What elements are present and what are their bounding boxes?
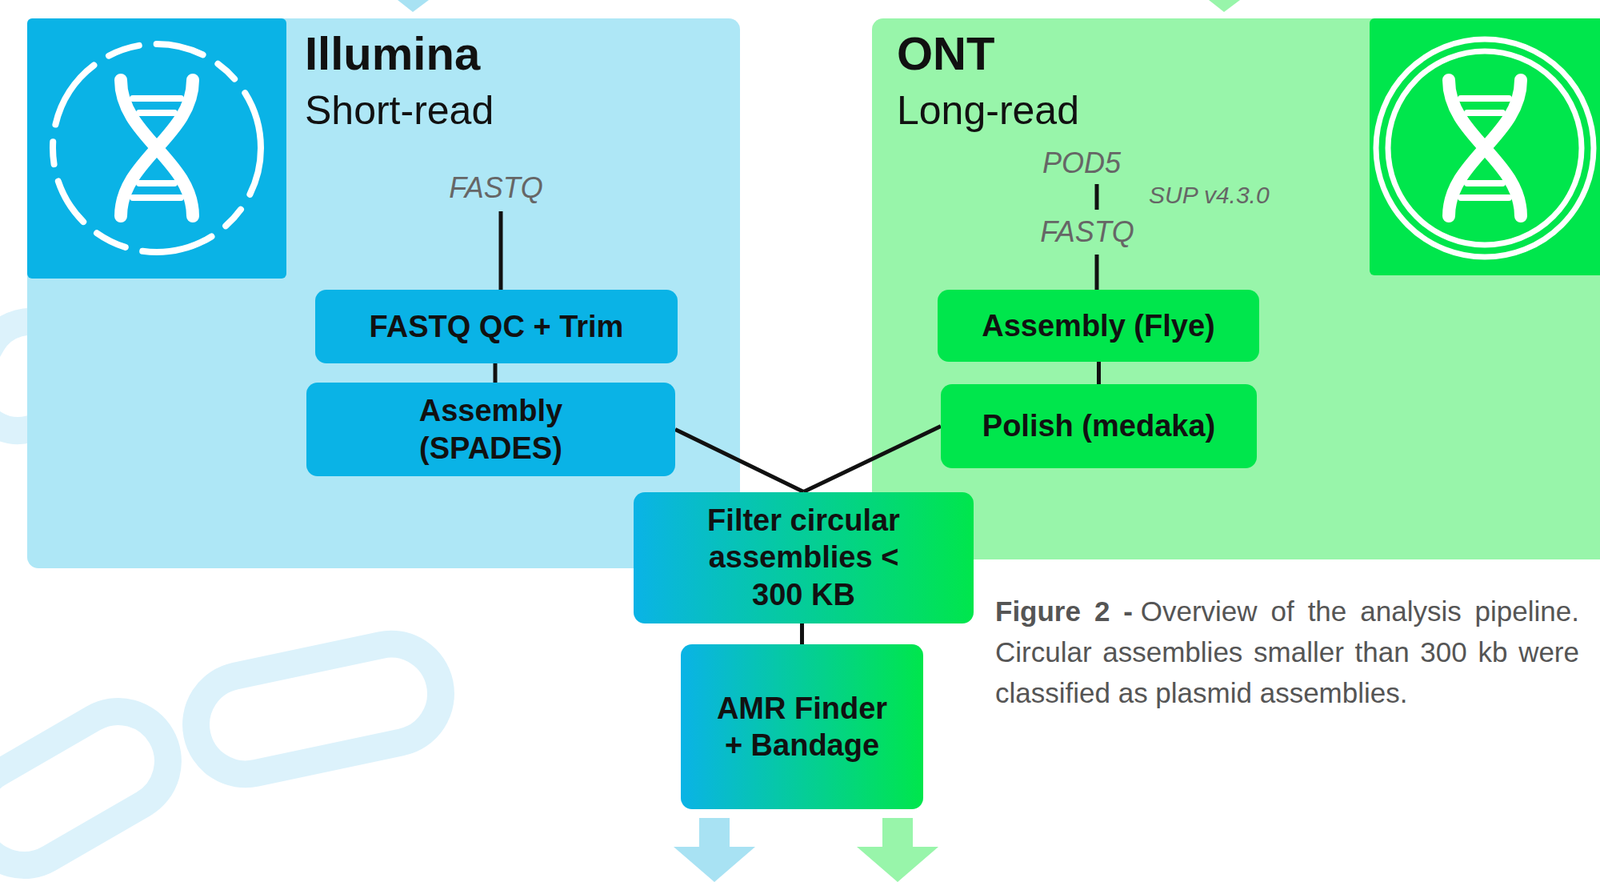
panel-subtitle: Long-read bbox=[896, 88, 1080, 133]
platform-panel: IlluminaShort-readFASTQ QC + TrimAssembl… bbox=[27, 18, 740, 568]
format-label: FASTQ bbox=[448, 170, 543, 205]
figure-caption-block: Figure 2 -Overview of the analysis pipel… bbox=[995, 590, 1580, 713]
flow-arrow bbox=[397, 0, 429, 12]
chain-link bbox=[0, 692, 187, 882]
panel-title: Illumina bbox=[304, 28, 494, 80]
process-box: FASTQ QC + Trim bbox=[315, 289, 678, 364]
panel-fill bbox=[27, 18, 740, 568]
helix-strand bbox=[1448, 80, 1521, 216]
helix-strand bbox=[120, 80, 193, 216]
figure-number: Figure 2 - bbox=[995, 595, 1133, 627]
panel-subtitle: Short-read bbox=[304, 88, 494, 133]
flow-arrow bbox=[673, 817, 756, 882]
helix-rung bbox=[132, 98, 181, 198]
dashed-ring bbox=[52, 44, 261, 252]
process-box: Assembly (SPADES) bbox=[306, 382, 676, 476]
pipeline-line bbox=[499, 211, 504, 290]
flow-arrow bbox=[1208, 0, 1240, 12]
box-label: Polish (medaka) bbox=[982, 407, 1216, 444]
panel-heading: IlluminaShort-read bbox=[304, 28, 494, 133]
process-box: Polish (medaka) bbox=[940, 384, 1257, 468]
pipeline-line bbox=[1095, 254, 1100, 290]
connector-line bbox=[675, 429, 804, 492]
dna-icon bbox=[52, 44, 261, 252]
pipeline-line bbox=[500, 184, 1097, 290]
box-label: FASTQ QC + Trim bbox=[369, 308, 624, 345]
pipeline-line bbox=[1095, 184, 1100, 210]
logo-square bbox=[1369, 18, 1600, 276]
ring bbox=[1376, 39, 1594, 257]
format-label: SUP v4.3.0 bbox=[1148, 180, 1270, 210]
process-box: Filter circular assemblies < 300 KB bbox=[633, 492, 974, 624]
panel-fill bbox=[872, 18, 1600, 560]
format-label: POD5 bbox=[1042, 145, 1121, 180]
format-label: FASTQ bbox=[1040, 214, 1134, 249]
helix-strand bbox=[120, 80, 193, 216]
box-label: Assembly (Flye) bbox=[981, 307, 1215, 344]
connector-line bbox=[800, 623, 804, 645]
dna-icon bbox=[1376, 39, 1594, 257]
platform-panel: ONT Long-readAssembly (Flye) Polish (medak… bbox=[872, 18, 1600, 560]
process-box: AMR Finder + Bandage bbox=[680, 644, 924, 809]
connector-line bbox=[493, 363, 498, 383]
box-label: Filter circular assemblies < 300 KB bbox=[704, 501, 904, 613]
process-box: Assembly (Flye) bbox=[937, 289, 1260, 362]
box-label: AMR Finder + Bandage bbox=[706, 689, 899, 764]
connector-line bbox=[804, 426, 942, 492]
helix-strand bbox=[1448, 80, 1521, 216]
connector-line bbox=[1096, 361, 1101, 384]
chain-link bbox=[186, 634, 450, 784]
ring bbox=[1388, 51, 1582, 245]
panel-heading: ONT Long-read bbox=[896, 28, 1080, 133]
helix-rung bbox=[1460, 98, 1509, 198]
logo-square bbox=[27, 18, 287, 279]
flow-arrow bbox=[856, 817, 939, 882]
box-label: Assembly (SPADES) bbox=[395, 392, 588, 467]
panel-title: ONT bbox=[896, 28, 1080, 80]
